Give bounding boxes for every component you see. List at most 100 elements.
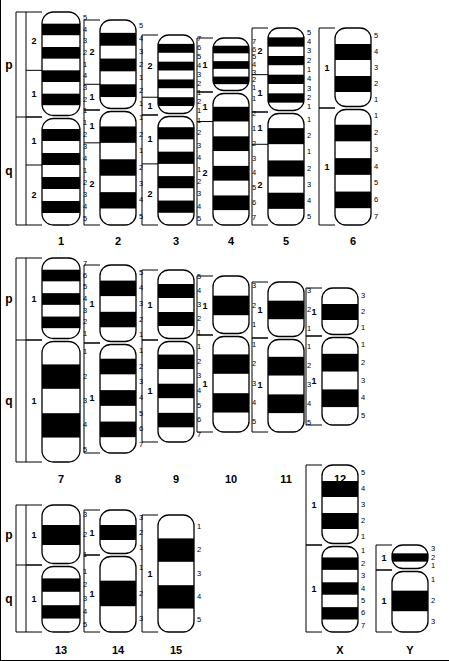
band-number: 5 — [252, 54, 256, 62]
band-number: 1 — [252, 341, 256, 349]
region-number: 2 — [31, 37, 36, 46]
label-anchor: 3 — [139, 379, 143, 387]
label-anchor: 2 — [139, 131, 143, 139]
chromosome-arm — [268, 28, 304, 112]
region-number: 1 — [31, 594, 36, 603]
band-number: 4 — [252, 399, 256, 407]
region-number: 1 — [257, 306, 262, 315]
band-number: 5 — [197, 273, 201, 281]
band-number: 3 — [252, 69, 256, 77]
chromosome-band — [42, 141, 80, 153]
chromosome-band — [42, 342, 80, 365]
region-number: 1 — [31, 89, 36, 98]
frame-line — [0, 660, 449, 661]
label-anchor: 3 — [197, 301, 201, 309]
region-number: 1 — [147, 301, 152, 310]
chromosome-band — [213, 337, 249, 355]
chromosome-outline — [42, 119, 80, 226]
label-anchor: 13 — [55, 645, 67, 656]
band-number: 2 — [307, 57, 311, 65]
label-anchor: 2 — [147, 190, 152, 199]
label-anchor: 1 — [257, 381, 262, 390]
label-anchor: 5 — [197, 402, 201, 410]
band-number: 1 — [307, 149, 311, 157]
label-anchor: 1 — [139, 331, 143, 339]
chromosome-band — [322, 497, 358, 513]
label-anchor: 1 — [139, 74, 143, 82]
chromosome-outline — [392, 545, 428, 569]
label-anchor: 4 — [307, 197, 311, 205]
chromosome-arm — [158, 515, 194, 632]
label-anchor: 5 — [139, 213, 143, 221]
label-anchor: 5 — [307, 213, 311, 221]
label-anchor: 1 — [311, 584, 316, 593]
chromosome-band — [100, 606, 136, 632]
chromosome-number: 3 — [173, 236, 179, 247]
chromosome-band — [100, 437, 136, 453]
label-anchor: 5 — [139, 410, 143, 418]
band-number: 2 — [307, 306, 311, 314]
chromosome-band — [335, 28, 371, 44]
chromosome-band — [42, 153, 80, 165]
band-number: 4 — [197, 62, 201, 70]
label-anchor: 5 — [361, 469, 365, 477]
label-anchor: 3 — [252, 155, 256, 163]
band-number: 6 — [83, 272, 87, 280]
chromosome-outline — [100, 510, 136, 554]
label-anchor: p — [5, 293, 12, 305]
label-anchor: 3 — [83, 37, 87, 45]
band-number: 2 — [83, 319, 87, 327]
chromosome-arm — [213, 92, 249, 225]
chromosome-arm — [100, 265, 136, 343]
label-anchor: 2 — [31, 191, 36, 200]
chromosome-band — [268, 160, 304, 176]
chromosome-band — [322, 407, 358, 425]
chromosome-outline — [42, 567, 80, 633]
label-anchor: 2 — [147, 62, 152, 71]
label-anchor: 2 — [431, 554, 435, 562]
label-anchor: 1 — [139, 114, 143, 122]
band-number: 5 — [252, 184, 256, 192]
label-anchor: 1 — [311, 501, 316, 510]
label-anchor: 4 — [361, 485, 365, 493]
band-number: 3 — [83, 307, 87, 315]
band-number: 1 — [307, 116, 311, 124]
chromosome-band — [42, 317, 80, 329]
band-number: 4 — [361, 485, 365, 493]
band-number: 1 — [83, 330, 87, 338]
label-anchor: 4 — [307, 38, 311, 46]
label-anchor: 3 — [307, 181, 311, 189]
chromosome-band — [42, 293, 80, 305]
label-anchor: 1 — [257, 124, 262, 133]
chromosome-outline — [42, 258, 80, 339]
label-anchor: 1 — [324, 64, 329, 73]
label-anchor: 3 — [83, 397, 87, 405]
chromosome-band — [335, 141, 371, 158]
label-anchor: 4 — [139, 285, 143, 293]
label-anchor: 5 — [361, 597, 365, 605]
region-bracket — [26, 340, 42, 462]
chromosome-band — [213, 413, 249, 432]
label-anchor: 2 — [83, 581, 87, 589]
region-bracket — [26, 12, 42, 117]
chromosome-number: 8 — [115, 474, 121, 485]
chromosome-arm — [213, 38, 249, 92]
band-number: 6 — [252, 46, 256, 54]
band-number: 1 — [361, 547, 365, 555]
band-number: 4 — [139, 36, 143, 44]
label-anchor: 3 — [252, 380, 256, 388]
chromosome-band — [158, 44, 194, 53]
chromosome-band — [100, 422, 136, 438]
region-bracket — [26, 117, 42, 225]
chromosome-arm — [100, 343, 136, 453]
chromosome-band — [322, 513, 358, 529]
label-anchor: 2 — [307, 132, 311, 140]
chromosome-band — [42, 413, 80, 438]
chromosome-band — [100, 390, 136, 406]
chromosome-number: 14 — [112, 645, 124, 656]
band-number: 2 — [139, 590, 143, 598]
label-anchor: 1 — [431, 577, 435, 585]
band-number: 2 — [252, 110, 256, 118]
label-anchor: 1 — [202, 102, 207, 111]
